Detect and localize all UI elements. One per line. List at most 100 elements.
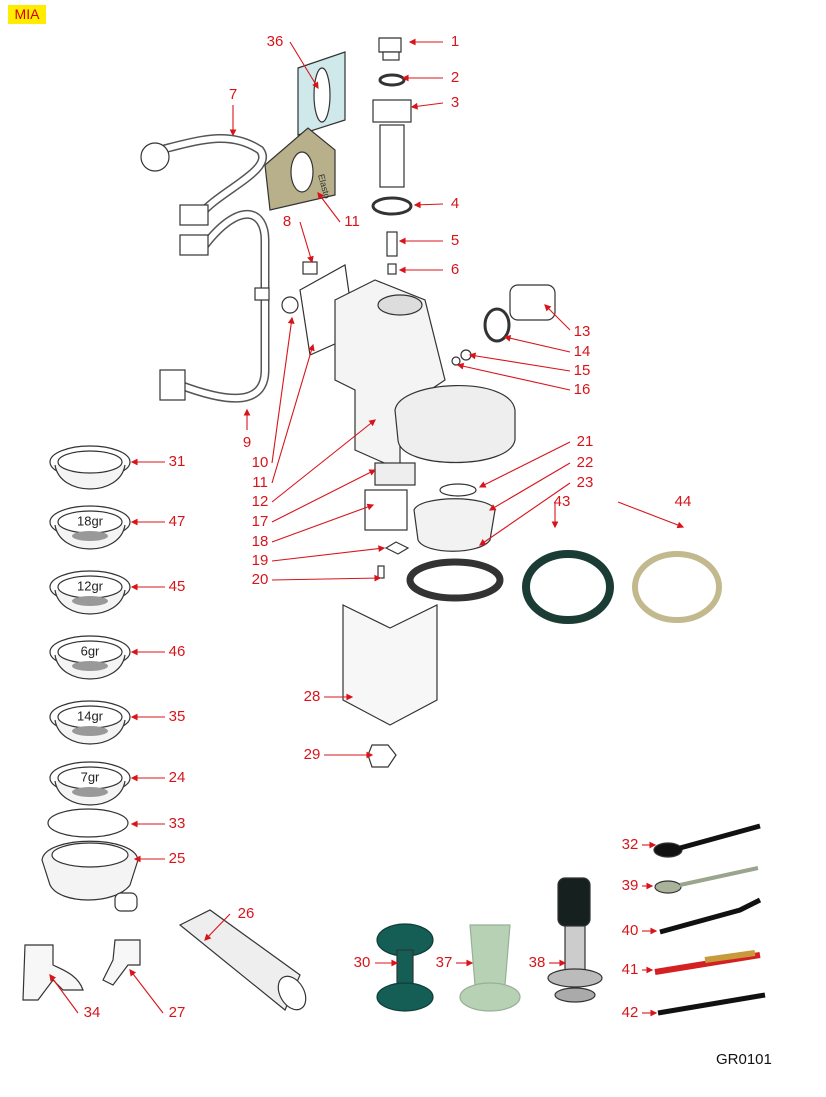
part-label-32: 32 <box>621 836 639 853</box>
leader-line-10 <box>271 317 293 464</box>
basket-size-label: 14gr <box>76 708 104 724</box>
part-label-45: 45 <box>168 578 186 595</box>
leader-line-20 <box>271 577 381 581</box>
part-label-44: 44 <box>674 493 692 510</box>
part-label-18: 18 <box>251 533 269 550</box>
leader-line-44 <box>617 501 684 528</box>
part-label-20: 20 <box>251 571 269 588</box>
leader-line-19 <box>271 547 385 562</box>
filter-basket <box>49 761 131 806</box>
part-label-6: 6 <box>450 261 460 278</box>
arrowhead-20 <box>374 574 382 582</box>
part-label-17: 17 <box>251 513 269 530</box>
leader-line-27 <box>129 969 164 1014</box>
arrowhead-23 <box>478 539 487 546</box>
arrowhead-40 <box>650 927 658 935</box>
leader-line-15 <box>469 354 571 372</box>
arrowhead-30 <box>391 959 399 967</box>
part-label-4: 4 <box>450 195 460 212</box>
arrowhead-37 <box>466 959 474 967</box>
part-label-35: 35 <box>168 708 186 725</box>
part-label-25: 25 <box>168 850 186 867</box>
arrowhead-38 <box>559 959 567 967</box>
arrowhead-29 <box>366 751 374 759</box>
part-label-31: 31 <box>168 453 186 470</box>
arrowhead-4 <box>413 201 421 209</box>
part-label-34: 34 <box>83 1004 101 1021</box>
brush-41 <box>654 952 761 975</box>
arrowhead-11 <box>308 343 315 352</box>
part-label-8: 8 <box>282 213 292 230</box>
leader-line-21 <box>479 441 571 488</box>
filter-basket <box>49 635 131 680</box>
basket-size-label: 7gr <box>80 769 100 785</box>
arrowhead-42 <box>650 1009 658 1017</box>
filter-basket <box>49 505 131 550</box>
filter-basket <box>49 570 131 615</box>
leader-line-18 <box>271 504 374 543</box>
part-label-16: 16 <box>573 381 591 398</box>
arrowhead-22 <box>488 504 497 511</box>
part-label-13: 13 <box>573 323 591 340</box>
leader-line-12 <box>271 419 376 503</box>
arrowhead-24 <box>130 774 138 782</box>
part-label-19: 19 <box>251 552 269 569</box>
arrowhead-15 <box>468 352 477 360</box>
part-label-23: 23 <box>576 474 594 491</box>
arrowhead-17 <box>368 469 377 476</box>
arrowhead-36 <box>312 81 319 90</box>
part-label-12: 12 <box>251 493 269 510</box>
drip-plate-28 <box>342 604 438 726</box>
arrowhead-5 <box>398 237 406 245</box>
arrowhead-28 <box>346 693 354 701</box>
part-label-37: 37 <box>435 954 453 971</box>
gasket-43 <box>522 550 614 624</box>
arrowhead-39 <box>646 882 654 890</box>
arrowhead-13 <box>544 304 552 312</box>
part-label-15: 15 <box>573 362 591 379</box>
arrowhead-31 <box>130 458 138 466</box>
leader-line-11 <box>271 344 314 484</box>
arrowhead-14 <box>503 334 512 342</box>
arrowhead-9 <box>243 408 251 416</box>
part-label-27: 27 <box>168 1004 186 1021</box>
leader-line-17 <box>271 469 376 523</box>
leader-line-16 <box>457 364 571 391</box>
part-label-40: 40 <box>621 922 639 939</box>
model-title: MIA <box>8 5 46 24</box>
scoop-39 <box>654 880 682 894</box>
basket-size-label: 12gr <box>76 578 104 594</box>
arrowhead-6 <box>398 266 406 274</box>
basket-size-label: 6gr <box>80 643 100 659</box>
arrowhead-47 <box>130 518 138 526</box>
part-label-36: 36 <box>266 33 284 50</box>
arrowhead-34 <box>49 974 57 982</box>
arrowhead-11 <box>317 192 325 200</box>
arrowhead-10 <box>287 316 295 324</box>
part-label-2: 2 <box>450 69 460 86</box>
part-label-39: 39 <box>621 877 639 894</box>
part-label-14: 14 <box>573 343 591 360</box>
leader-line-26 <box>204 913 231 941</box>
tamper-37 <box>469 924 511 986</box>
arrowhead-2 <box>401 74 409 82</box>
part-label-5: 5 <box>450 232 460 249</box>
part-label-7: 7 <box>228 86 238 103</box>
arrowhead-21 <box>478 481 487 488</box>
arrowhead-33 <box>130 820 138 828</box>
part-label-24: 24 <box>168 769 186 786</box>
arrowhead-32 <box>649 841 657 849</box>
part-label-38: 38 <box>528 954 546 971</box>
arrowhead-7 <box>229 129 237 137</box>
arrowhead-45 <box>130 583 138 591</box>
leader-line-22 <box>489 462 571 511</box>
leader-line-14 <box>504 336 571 353</box>
leader-line-34 <box>49 974 79 1014</box>
filter-basket <box>49 445 131 490</box>
arrowhead-44 <box>676 521 685 529</box>
basket-size-label: 18gr <box>76 513 104 529</box>
arrowhead-16 <box>456 362 465 370</box>
part-label-29: 29 <box>303 746 321 763</box>
